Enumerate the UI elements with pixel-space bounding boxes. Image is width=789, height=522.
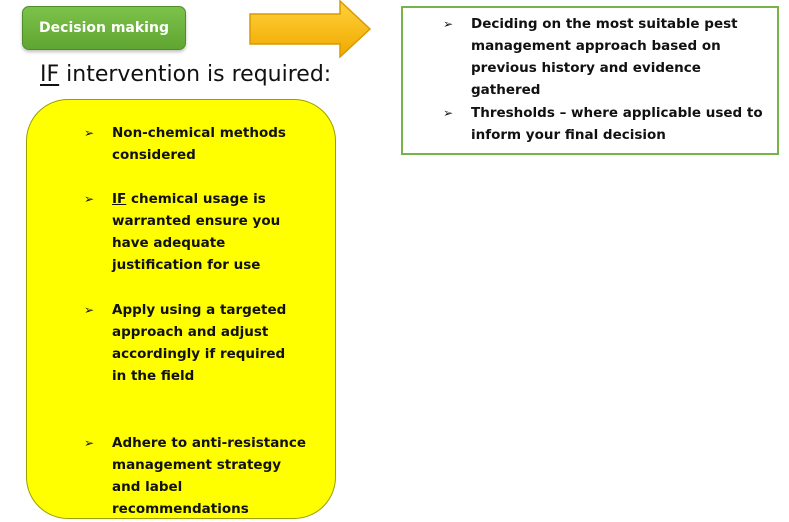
bullet-rest: chemical usage is warranted ensure you h… bbox=[112, 191, 281, 273]
list-item: ➢ IF chemical usage is warranted ensure … bbox=[84, 188, 314, 276]
decision-panel: ➢ Deciding on the most suitable pest man… bbox=[401, 6, 779, 155]
bullet-text: IF chemical usage is warranted ensure yo… bbox=[112, 188, 312, 276]
bullet-arrow-icon: ➢ bbox=[443, 17, 454, 31]
bullet-arrow-icon: ➢ bbox=[84, 192, 95, 206]
list-item: ➢ Adhere to anti-resistance management s… bbox=[84, 432, 314, 520]
bullet-arrow-icon: ➢ bbox=[443, 106, 454, 120]
list-item: ➢ Non-chemical methods considered bbox=[84, 122, 314, 166]
bullet-keyword: IF bbox=[112, 191, 127, 207]
list-item: ➢ Deciding on the most suitable pest man… bbox=[443, 13, 773, 101]
decision-making-label: Decision making bbox=[39, 20, 169, 36]
heading-keyword: IF bbox=[40, 62, 60, 87]
decision-making-button[interactable]: Decision making bbox=[22, 6, 186, 50]
heading-rest: intervention is required: bbox=[59, 62, 332, 87]
list-item: ➢ Apply using a targeted approach and ad… bbox=[84, 299, 314, 387]
intervention-panel: ➢ Non-chemical methods considered ➢ IF c… bbox=[26, 99, 336, 519]
bullet-text: Adhere to anti-resistance management str… bbox=[112, 435, 307, 517]
bullet-text: Thresholds – where applicable used to in… bbox=[471, 105, 763, 143]
bullet-arrow-icon: ➢ bbox=[84, 126, 95, 140]
bullet-arrow-icon: ➢ bbox=[84, 436, 95, 450]
bullet-text: Apply using a targeted approach and adju… bbox=[112, 302, 287, 384]
page-title: IF intervention is required: bbox=[40, 62, 331, 87]
bullet-arrow-icon: ➢ bbox=[84, 303, 95, 317]
bullet-text: Non-chemical methods considered bbox=[112, 125, 286, 163]
right-arrow-icon bbox=[248, 0, 372, 59]
list-item: ➢ Thresholds – where applicable used to … bbox=[443, 102, 773, 146]
bullet-text: Deciding on the most suitable pest manag… bbox=[471, 16, 738, 98]
